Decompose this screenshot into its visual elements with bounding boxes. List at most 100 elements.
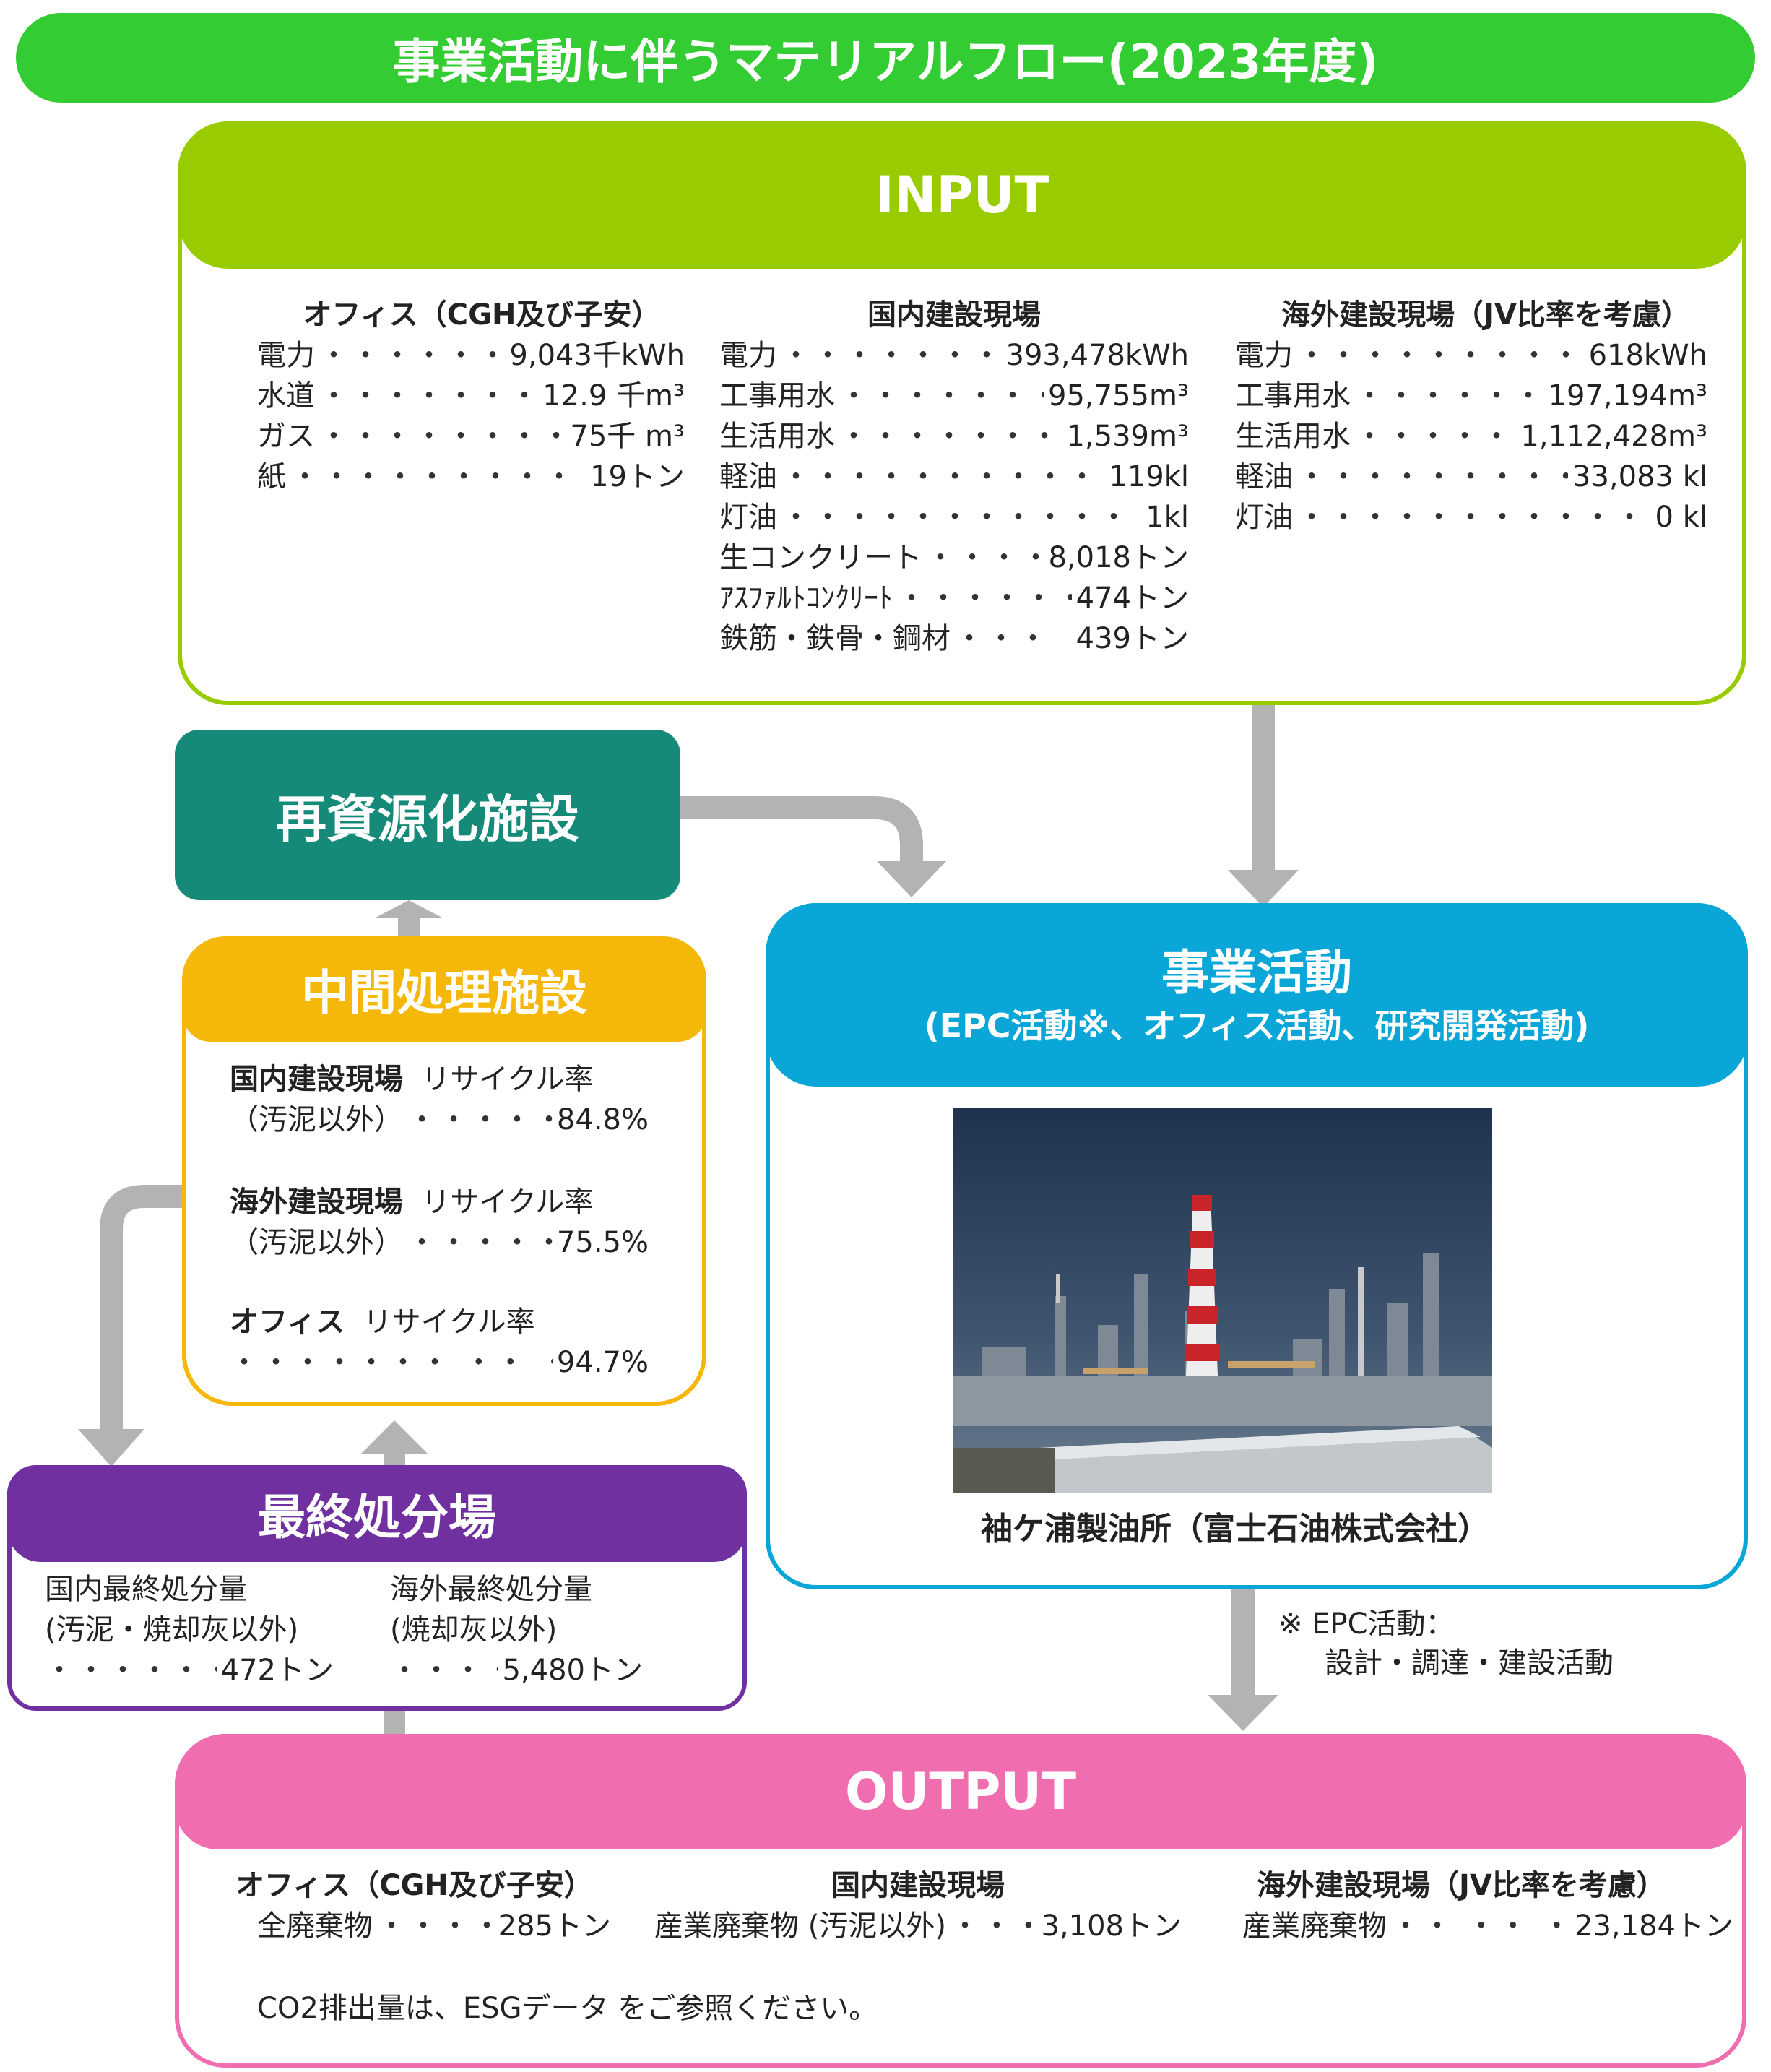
- leader-dots: ・・・・・・: [897, 582, 1072, 615]
- input-domestic-row: 電力・・・・・・・・・・393,478kWh: [719, 335, 1189, 376]
- final-domestic-block: 国内最終処分量 (汚泥・焼却灰以外) ・・・・・・・・・・472トン: [45, 1569, 334, 1691]
- output-overseas-block: 海外建設現場（JV比率を考慮） 産業廃棄物・・ ・・ ・・ ・・・23,184ト…: [1242, 1865, 1733, 1946]
- leader-dots: ・・・・・・・・・・・・・・: [781, 460, 1104, 493]
- row-value: 474トン: [1075, 582, 1189, 615]
- arrow-mid-to-final: [78, 1185, 182, 1467]
- row-value: 23,184トン: [1575, 1909, 1733, 1943]
- row-value: 439トン: [1075, 622, 1189, 655]
- input-overseas-row: 軽油・・・・・・・・・・・・・33,083 kl: [1235, 457, 1707, 497]
- leader-dots: ・・・・・・・: [390, 1654, 498, 1687]
- row-value: 1,112,428m³: [1520, 420, 1707, 453]
- input-overseas-title: 海外建設現場（JV比率を考慮）: [1281, 298, 1690, 332]
- arrow-business-to-output: [1208, 1589, 1278, 1731]
- row-value: 197,194m³: [1548, 379, 1707, 413]
- leader-dots: ・・・・・: [926, 541, 1044, 574]
- row-value: 8,018トン: [1048, 541, 1189, 574]
- row-value: 0 kl: [1655, 501, 1707, 534]
- output-header: OUTPUT: [175, 1734, 1746, 1849]
- final-overseas-value: 5,480トン: [502, 1654, 643, 1687]
- co2-note: CO2排出量は、ESGデータ をご参照ください。: [257, 1992, 878, 2025]
- row-value: 285トン: [498, 1909, 611, 1943]
- row-label: 生活用水: [1235, 420, 1351, 453]
- row-label: 工事用水: [1235, 379, 1351, 413]
- leader-dots: ・・・・・・・・・: [407, 1226, 553, 1259]
- row-value: 1,539m³: [1066, 420, 1189, 453]
- final-domestic-title: 国内最終処分量: [45, 1573, 247, 1606]
- input-domestic-row: 灯油・・・・・・・・・・・・・・1kl: [719, 497, 1189, 538]
- input-domestic-row: 鉄筋・鉄骨・鋼材・・・ 439トン: [719, 618, 1189, 659]
- input-domestic-column: 国内建設現場 電力・・・・・・・・・・393,478kWh 工事用水・・・・・・…: [719, 295, 1189, 659]
- row-value: 9,043千kWh: [509, 339, 685, 372]
- row-value: 75千 m³: [570, 420, 685, 453]
- intermediate-item-office: オフィス リサイクル率 ・・・・・・・ ・・ ・・ ・・ ・・・ ・94.7%: [230, 1302, 649, 1383]
- input-office-row: 紙・・・・・・・・・・・・・・・19トン: [257, 457, 685, 497]
- row-label: 工事用水: [719, 379, 835, 413]
- input-overseas-row: 電力・・・・・・・・・618kWh: [1235, 335, 1707, 376]
- business-subtitle: (EPC活動※、オフィス活動、研究開発活動): [924, 1006, 1590, 1045]
- intermediate-item-overseas: 海外建設現場 リサイクル率 （汚泥以外）・・・・・・・・・75.5%: [230, 1182, 649, 1263]
- row-value: 618kWh: [1588, 339, 1707, 372]
- leader-dots: ・・・・・・・・・・・・・・・: [290, 460, 586, 493]
- row-label: ｱｽﾌｧﾙﾄｺﾝｸﾘｰﾄ: [719, 582, 893, 615]
- input-domestic-row: 軽油・・・・・・・・・・・・・・119kl: [719, 457, 1189, 497]
- input-domestic-row: 生コンクリート・・・・・8,018トン: [719, 538, 1189, 578]
- row-value: 3,108トン: [1041, 1909, 1182, 1943]
- chimney: [1185, 1195, 1219, 1412]
- final-domestic-value: 472トン: [220, 1654, 334, 1687]
- leader-dots: ・・・: [955, 622, 1050, 655]
- row-value: 393,478kWh: [1005, 339, 1189, 372]
- site-label: 国内建設現場: [230, 1063, 403, 1096]
- rate-value: 84.8%: [556, 1103, 649, 1136]
- input-office-row: 電力・・・・・・・・9,043千kWh: [257, 335, 685, 376]
- recycle-facility-box: 再資源化施設: [175, 730, 680, 900]
- leader-dots: ・・・・・・・・・・: [319, 379, 539, 413]
- leader-dots: ・・ ・・ ・・ ・・・: [1391, 1909, 1570, 1943]
- arrow-recycle-to-business: [680, 796, 946, 897]
- leader-dots: ・・・・: [950, 1909, 1037, 1943]
- input-office-column: オフィス（CGH及び子安） 電力・・・・・・・・9,043千kWh 水道・・・・…: [257, 295, 685, 497]
- row-label: 全廃棄物: [257, 1909, 373, 1943]
- leader-dots: ・・・・・・・・・: [1297, 339, 1583, 372]
- row-label: 軽油: [1235, 460, 1293, 493]
- refinery-photo: [953, 1108, 1492, 1493]
- input-office-row: 水道・・・・・・・・・・12.9 千m³: [257, 376, 685, 416]
- arrow-input-to-business: [1228, 705, 1299, 907]
- rate-label: リサイクル率: [363, 1305, 535, 1339]
- arrow-mid-to-recycle: [376, 900, 442, 938]
- input-domestic-row: 工事用水・・・・・・・・95,755m³: [719, 376, 1189, 416]
- row-label: 水道: [257, 379, 315, 413]
- final-disposal-header: 最終処分場: [7, 1465, 747, 1562]
- leader-dots: ・・・・・・・・・・・・・: [1297, 460, 1568, 493]
- input-overseas-row: 灯油・・・・・・・・・・・・・0 kl: [1235, 497, 1707, 538]
- row-label: 電力: [1235, 339, 1293, 372]
- row-label: 産業廃棄物: [1242, 1909, 1387, 1943]
- photo-caption: 袖ケ浦製油所（富士石油株式会社）: [981, 1511, 1489, 1547]
- sub-label: （汚泥以外）: [230, 1103, 403, 1136]
- input-domestic-title: 国内建設現場: [867, 298, 1041, 332]
- epc-note-line2: 設計・調達・建設活動: [1325, 1646, 1614, 1680]
- row-label: 電力: [257, 339, 315, 372]
- leader-dots: ・・・・・・・・: [1355, 420, 1516, 453]
- final-overseas-title: 海外最終処分量: [390, 1573, 592, 1606]
- business-title: 事業活動: [1161, 945, 1352, 1001]
- row-label: 産業廃棄物 (汚泥以外): [654, 1909, 946, 1943]
- input-header: INPUT: [178, 121, 1746, 269]
- leader-dots: ・・・・・・・・・・・・・・: [781, 501, 1141, 534]
- leader-dots: ・・・・・・・・・・・・: [319, 420, 566, 453]
- row-value: 1kl: [1146, 501, 1189, 534]
- output-office-title: オフィス（CGH及び子安）: [235, 1869, 593, 1902]
- leader-dots: ・・・・・・・・・・・・・: [1297, 501, 1651, 534]
- row-value: 33,083 kl: [1572, 460, 1707, 493]
- leader-dots: ・・・・・・・・: [319, 339, 506, 372]
- rate-label: リサイクル率: [421, 1186, 594, 1219]
- site-label: オフィス: [230, 1305, 345, 1339]
- row-label: 鉄筋・鉄骨・鋼材: [719, 622, 951, 655]
- site-label: 海外建設現場: [230, 1186, 403, 1219]
- input-overseas-row: 工事用水・・・・・・・・・197,194m³: [1235, 376, 1707, 416]
- row-label: 電力: [719, 339, 777, 372]
- row-label: 軽油: [719, 460, 777, 493]
- leader-dots: ・・・・・・・・・・: [45, 1654, 217, 1687]
- row-label: 生活用水: [719, 420, 835, 453]
- row-label: 灯油: [1235, 501, 1293, 534]
